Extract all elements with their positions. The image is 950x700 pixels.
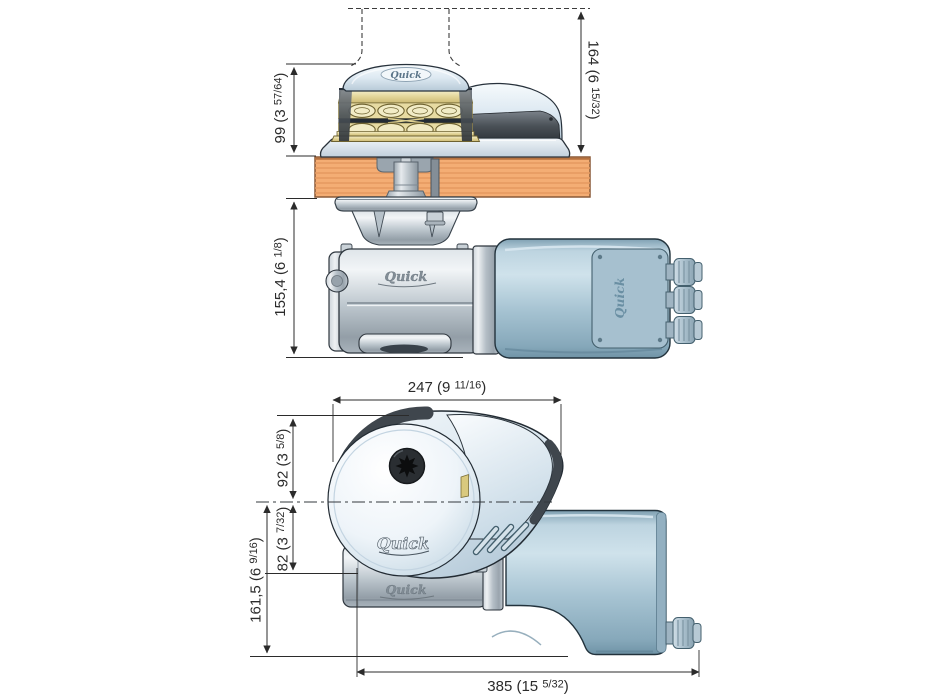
- star-icon: [395, 454, 419, 478]
- svg-text:82 (3 7/32): 82 (3 7/32): [275, 507, 292, 572]
- screw-icon: [597, 254, 603, 260]
- motor-side: [491, 509, 702, 656]
- svg-text:92 (3 5/8): 92 (3 5/8): [275, 429, 292, 488]
- front-view: Quick Quick: [272, 7, 703, 359]
- dimension-gypsy-height: 99 (3 57/64): [272, 63, 356, 157]
- drum-face: [327, 423, 481, 577]
- svg-text:164 (6 15/32): 164 (6 15/32): [585, 40, 602, 119]
- deck: [314, 156, 591, 198]
- screw-icon: [657, 254, 663, 260]
- motor-end-plate: [591, 248, 669, 349]
- handle-star-socket: [388, 447, 426, 485]
- side-view: Quick: [248, 379, 702, 695]
- quick-logo-gearbox-side: Quick: [386, 582, 427, 597]
- quick-logo-motor-end: Quick: [612, 277, 627, 318]
- motor-front: Quick: [494, 238, 703, 359]
- gearbox-front: Quick: [325, 243, 500, 355]
- svg-text:155,4 (6 1/8): 155,4 (6 1/8): [272, 237, 289, 317]
- svg-text:99 (3 57/64): 99 (3 57/64): [272, 73, 289, 144]
- chainpipe-cover: [451, 82, 563, 142]
- motor-end-cap-side: [656, 512, 667, 653]
- quick-logo-gearbox-front: Quick: [385, 270, 428, 285]
- gearbox-neck: [351, 210, 461, 246]
- dimension-center-to-top: 92 (3 5/8): [275, 415, 409, 499]
- base-plate: [319, 137, 571, 158]
- cover-vent-slots: [472, 521, 530, 556]
- screw-icon: [597, 337, 603, 343]
- quick-logo-drum-side: Quick: [377, 534, 429, 553]
- mounting-flange: [334, 196, 478, 212]
- deck-cover: Quick: [327, 406, 564, 579]
- svg-text:161,5 (6 9/16): 161,5 (6 9/16): [248, 537, 265, 623]
- cable-gland-3: [665, 316, 703, 344]
- cable-gland-2: [665, 286, 703, 314]
- drum-cap: Quick: [342, 63, 470, 92]
- stud-nut: [424, 211, 446, 226]
- cable-gland-1: [665, 258, 703, 286]
- screw-icon: [549, 117, 553, 121]
- gypsy-chainwheel: [330, 88, 481, 142]
- gypsy-sliver: [460, 473, 469, 498]
- cable-gland-side: [665, 617, 702, 649]
- screw-icon: [657, 337, 663, 343]
- chain-pockets-upper: [348, 103, 463, 118]
- rope-clearance-outline: [348, 7, 590, 68]
- dimension-below-deck: 155,4 (6 1/8): [272, 198, 463, 358]
- svg-text:247 (9 11/16): 247 (9 11/16): [408, 379, 486, 396]
- dimension-cover-length: 247 (9 11/16): [332, 379, 562, 462]
- dimension-center-to-base: 161,5 (6 9/16): [248, 505, 568, 657]
- dimension-overall-length: 385 (15 5/32): [356, 568, 700, 695]
- dimension-center-to-cover-bottom: 82 (3 7/32): [265, 505, 358, 574]
- svg-text:385 (15 5/32): 385 (15 5/32): [487, 678, 568, 695]
- dimension-overall-above-deck: 164 (6 15/32): [577, 11, 602, 153]
- quick-logo-cap: Quick: [390, 70, 422, 81]
